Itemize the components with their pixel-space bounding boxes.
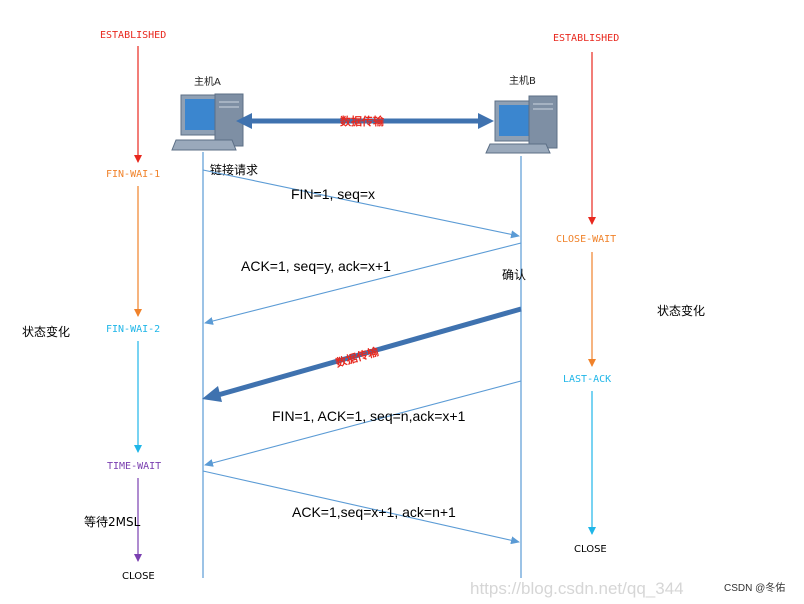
state-b-close: CLOSE	[574, 544, 607, 555]
host-b-computer-icon	[485, 95, 558, 154]
watermark-url: https://blog.csdn.net/qq_344	[470, 579, 684, 598]
state-b-established: ESTABLISHED	[553, 33, 619, 44]
message-fin-1-arrow	[202, 169, 520, 239]
state-a-fin-wait-1: FIN-WAI-1	[106, 169, 160, 180]
state-a-close: CLOSE	[122, 571, 155, 582]
state-a-fin-wait-2: FIN-WAI-2	[106, 324, 160, 335]
host-b-label: 主机B	[509, 74, 536, 87]
host-a-label: 主机A	[194, 75, 221, 88]
message-ack-1-label: ACK=1, seq=y, ack=x+1	[241, 258, 391, 274]
message-fin-2-arrow	[204, 380, 522, 467]
connection-request-label: 链接请求	[210, 162, 258, 177]
data-transfer-label-diagonal: 数据传输	[334, 344, 381, 370]
state-change-label-left: 状态变化	[22, 324, 70, 339]
data-transfer-diagonal-arrow	[202, 306, 522, 402]
state-a-established: ESTABLISHED	[100, 30, 166, 41]
state-b-last-ack: LAST-ACK	[563, 374, 611, 385]
message-ack-2-label: ACK=1,seq=x+1, ack=n+1	[292, 504, 456, 520]
message-ack-2-arrow	[202, 470, 520, 545]
state-b-close-wait: CLOSE-WAIT	[556, 234, 616, 245]
message-ack-1-arrow	[204, 242, 522, 325]
message-fin-1-label: FIN=1, seq=x	[291, 186, 375, 202]
host-a-computer-icon	[171, 93, 244, 151]
message-fin-2-label: FIN=1, ACK=1, seq=n,ack=x+1	[272, 408, 466, 424]
state-change-label-right: 状态变化	[657, 303, 705, 318]
confirm-label: 确认	[502, 268, 526, 282]
data-transfer-double-arrow	[236, 113, 494, 129]
data-transfer-label-top: 数据传输	[340, 114, 385, 128]
state-a-time-wait: TIME-WAIT	[107, 461, 161, 472]
csdn-credit: CSDN @冬佑	[724, 581, 785, 594]
wait-2msl-label: 等待2MSL	[84, 515, 141, 529]
